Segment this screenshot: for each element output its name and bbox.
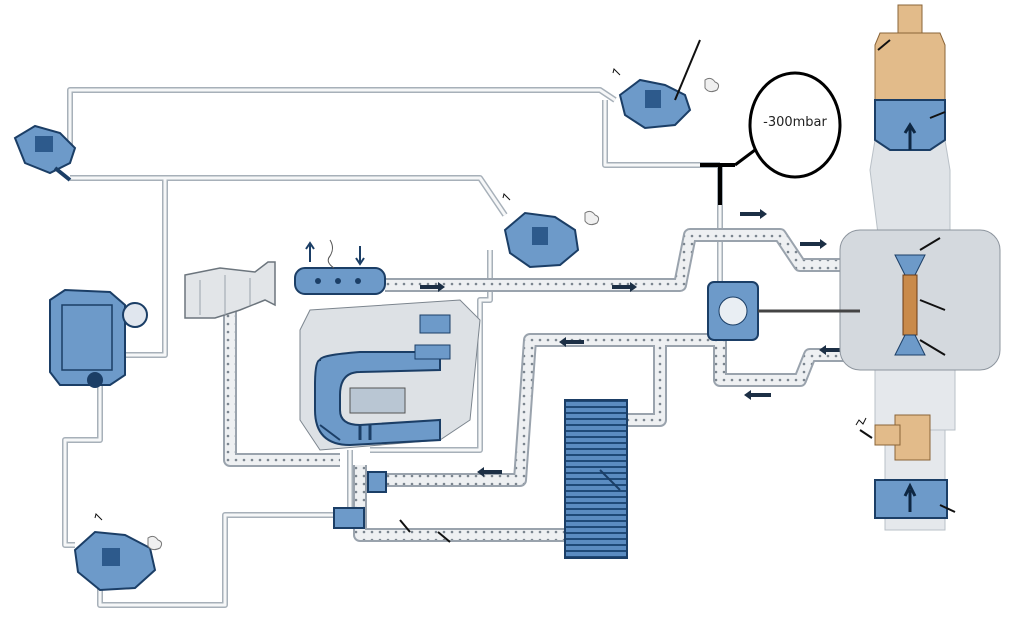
solenoid-valve-icon	[612, 39, 720, 130]
intercooler-icon	[564, 399, 628, 559]
exhaust-flap-icon	[855, 414, 931, 461]
vacuum-reservoir	[49, 288, 148, 388]
solenoid-valve-icon	[502, 193, 600, 269]
flow-arrow-icon	[420, 209, 844, 477]
solenoid-valve-icon	[73, 513, 163, 592]
wastegate-actuator	[707, 281, 860, 341]
intake-manifold	[294, 239, 386, 295]
check-valve	[333, 471, 451, 543]
exhaust-silencer	[874, 479, 956, 519]
turbocharger-icon	[839, 229, 1001, 371]
pressure-callout	[700, 71, 842, 205]
catalytic-converter-icon	[874, 4, 946, 151]
pressure-callout-label: -300mbar	[763, 115, 827, 130]
air-filter-duct	[184, 261, 276, 319]
engine-block	[299, 299, 481, 451]
solenoid-valve-icon	[13, 124, 77, 182]
